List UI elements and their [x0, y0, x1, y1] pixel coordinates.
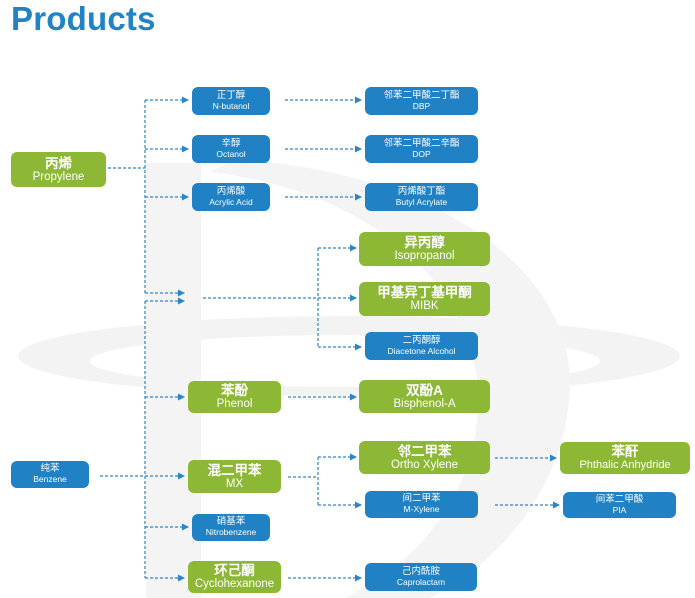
node-acrylic-acid: 丙烯酸 Acrylic Acid	[192, 183, 270, 211]
node-bisphenol-a: 双酚A Bisphenol-A	[359, 380, 490, 413]
node-label-zh: 甲基异丁基甲酮	[377, 285, 472, 300]
node-dbp: 邻苯二甲酸二丁酯 DBP	[365, 87, 478, 115]
node-label-en: Phthalic Anhydride	[579, 459, 671, 472]
node-propylene: 丙烯 Propylene	[11, 152, 106, 187]
node-label-zh: 正丁醇	[216, 89, 246, 101]
node-label-en: Ortho Xylene	[390, 458, 459, 471]
node-label-en: N-butanol	[212, 100, 250, 111]
node-label-en: Diacetone Alcohol	[387, 345, 456, 356]
node-label-zh: 丙烯酸丁酯	[397, 185, 446, 197]
node-diacetone-alcohol: 二丙酮醇 Diacetone Alcohol	[365, 332, 478, 360]
node-dop: 邻苯二甲酸二辛酯 DOP	[365, 135, 478, 163]
node-label-en: Isopropanol	[394, 250, 455, 263]
node-label-zh: 二丙酮醇	[402, 334, 441, 346]
node-label-zh: 异丙醇	[404, 235, 445, 250]
node-label-en: Propylene	[32, 170, 85, 183]
node-label-zh: 间二甲苯	[402, 493, 441, 505]
node-label-en: DOP	[412, 148, 431, 159]
node-label-en: Benzene	[33, 474, 67, 485]
node-label-en: Bisphenol-A	[393, 397, 456, 410]
node-label-en: Octanol	[216, 148, 246, 159]
watermark-d-stem	[146, 163, 201, 598]
node-label-zh: 硝基苯	[216, 516, 246, 528]
node-pia: 间苯二甲酸 PIA	[563, 492, 676, 518]
node-label-en: Butyl Acrylate	[395, 196, 448, 207]
node-label-en: M-Xylene	[403, 504, 440, 515]
node-label-en: Caprolactam	[396, 576, 446, 587]
node-phenol: 苯酚 Phenol	[188, 381, 281, 413]
node-label-en: Nitrobenzene	[205, 527, 257, 538]
node-label-zh: 苯酐	[611, 444, 639, 460]
node-cyclohexanone: 环己酮 Cyclohexanone	[188, 561, 281, 593]
node-caprolactam: 己内酰胺 Caprolactam	[365, 563, 477, 591]
watermark-d-bowl	[210, 160, 571, 598]
node-label-zh: 丙烯酸	[216, 185, 246, 197]
node-mx: 混二甲苯 MX	[188, 460, 281, 493]
node-label-zh: 苯酚	[221, 383, 248, 398]
node-label-zh: 辛醇	[221, 137, 241, 149]
node-m-xylene: 间二甲苯 M-Xylene	[365, 491, 478, 518]
node-label-zh: 间苯二甲酸	[595, 493, 644, 505]
node-label-en: Cyclohexanone	[194, 578, 275, 591]
node-label-en: Phenol	[216, 398, 253, 411]
node-phthalic-anhydride: 苯酐 Phthalic Anhydride	[560, 442, 690, 474]
page-title: Products	[11, 0, 156, 37]
node-label-en: MIBK	[410, 300, 439, 313]
node-label-zh: 邻苯二甲酸二丁酯	[383, 89, 460, 101]
node-n-butanol: 正丁醇 N-butanol	[192, 87, 270, 115]
node-label-zh: 己内酰胺	[401, 565, 440, 577]
node-label-zh: 邻苯二甲酸二辛酯	[383, 137, 460, 149]
node-octanol: 辛醇 Octanol	[192, 135, 270, 163]
node-ortho-xylene: 邻二甲苯 Ortho Xylene	[359, 441, 490, 474]
node-label-zh: 邻二甲苯	[397, 443, 452, 459]
node-label-en: DBP	[412, 100, 431, 111]
node-label-en: MX	[225, 477, 244, 490]
node-butyl-acrylate: 丙烯酸丁酯 Butyl Acrylate	[365, 183, 478, 211]
node-mibk: 甲基异丁基甲酮 MIBK	[359, 282, 490, 316]
node-label-zh: 双酚A	[406, 382, 443, 398]
node-label-zh: 丙烯	[45, 155, 72, 171]
node-label-zh: 混二甲苯	[207, 462, 262, 478]
node-label-en: Acrylic Acid	[209, 196, 253, 207]
node-nitrobenzene: 硝基苯 Nitrobenzene	[192, 514, 270, 541]
node-label-zh: 纯苯	[40, 463, 60, 475]
node-label-zh: 环己酮	[214, 563, 255, 578]
node-label-en: PIA	[612, 504, 627, 515]
node-benzene: 纯苯 Benzene	[11, 461, 89, 488]
node-isopropanol: 异丙醇 Isopropanol	[359, 232, 490, 266]
